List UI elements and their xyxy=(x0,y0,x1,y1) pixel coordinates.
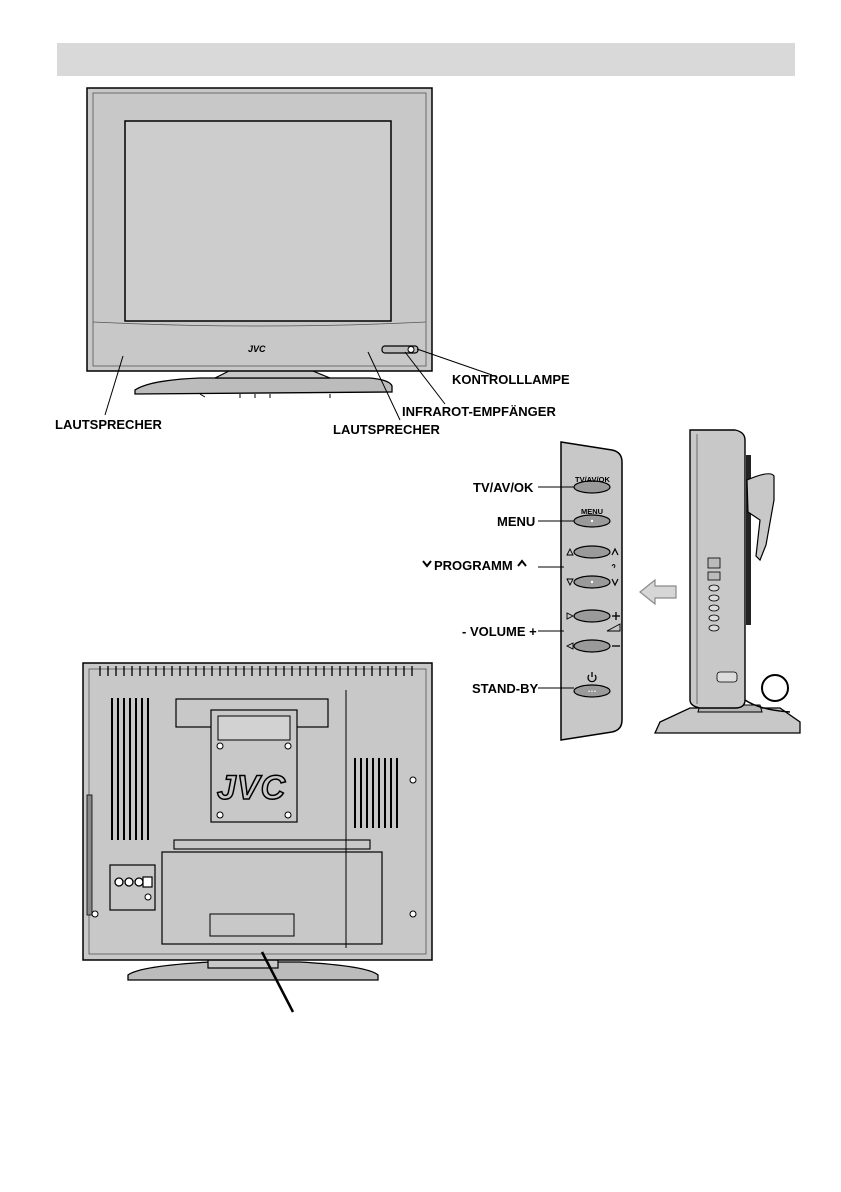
back-jvc-logo: JVC xyxy=(217,769,286,808)
